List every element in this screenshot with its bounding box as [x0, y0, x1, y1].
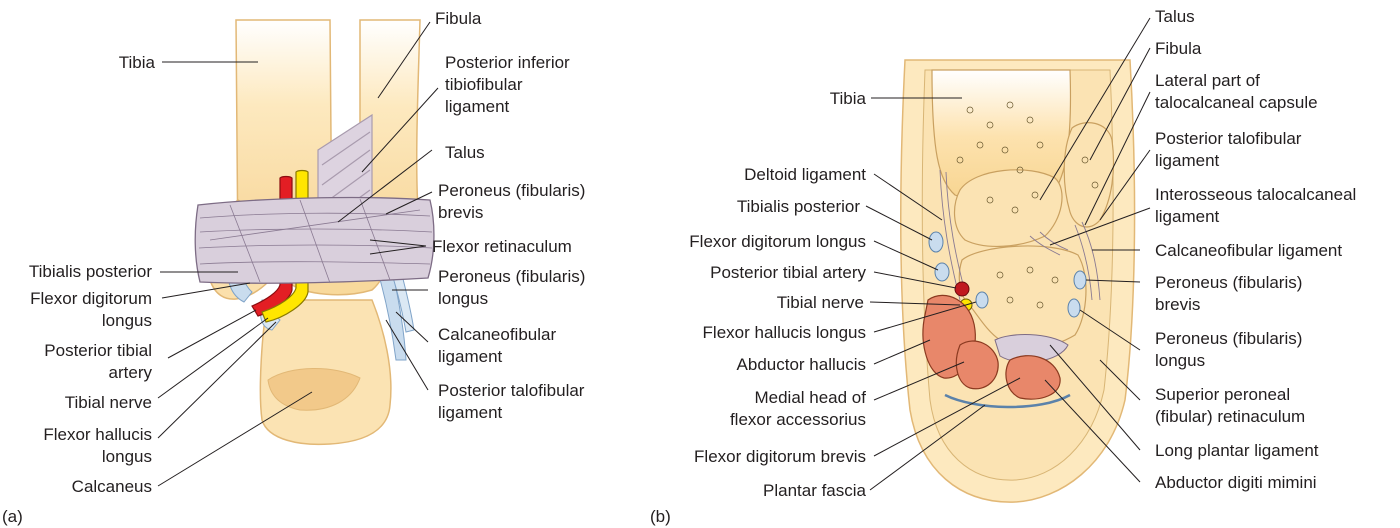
- label-a-post-inf-tib-lig-2: tibiofibular: [445, 75, 523, 94]
- label-a-ptfl-2: ligament: [438, 403, 503, 422]
- label-b-plantar-fascia: Plantar fascia: [763, 481, 867, 500]
- label-a-post-inf-tib-lig-3: ligament: [445, 97, 510, 116]
- label-a-fhl-1: Flexor hallucis: [43, 425, 152, 444]
- label-b-spr-1: Superior peroneal: [1155, 385, 1290, 404]
- label-b-cfl: Calcaneofibular ligament: [1155, 241, 1342, 260]
- label-b-adm: Abductor digiti mimini: [1155, 473, 1317, 492]
- label-a-fibula: Fibula: [435, 9, 482, 28]
- label-b-pta: Posterior tibial artery: [710, 263, 866, 282]
- label-a-talus: Talus: [445, 143, 485, 162]
- label-a-ptfl-1: Posterior talofibular: [438, 381, 585, 400]
- label-b-lpl: Long plantar ligament: [1155, 441, 1319, 460]
- label-b-fibula: Fibula: [1155, 39, 1202, 58]
- panel-b-illustration: [901, 60, 1135, 502]
- label-a-pta-1: Posterior tibial: [44, 341, 152, 360]
- label-b-itcl-1: Interosseous talocalcaneal: [1155, 185, 1356, 204]
- label-b-fdl: Flexor digitorum longus: [689, 232, 866, 251]
- label-b-pb-2: brevis: [1155, 295, 1200, 314]
- label-b-pl-1: Peroneus (fibularis): [1155, 329, 1302, 348]
- label-b-ptfl-1: Posterior talofibular: [1155, 129, 1302, 148]
- panel-a-illustration: [195, 20, 434, 444]
- label-b-itcl-2: ligament: [1155, 207, 1220, 226]
- posterior-tibial-artery-b: [955, 282, 969, 296]
- label-b-fdb: Flexor digitorum brevis: [694, 447, 866, 466]
- label-b-fhl: Flexor hallucis longus: [703, 323, 866, 342]
- label-b-deltoid: Deltoid ligament: [744, 165, 866, 184]
- fdl-tendon-b: [935, 263, 949, 281]
- label-b-mhfa-1: Medial head of: [754, 388, 866, 407]
- label-a-cfl-2: ligament: [438, 347, 503, 366]
- label-b-tibial-nerve: Tibial nerve: [777, 293, 864, 312]
- label-b-lat-capsule-1: Lateral part of: [1155, 71, 1260, 90]
- label-a-peroneus-longus-2: longus: [438, 289, 488, 308]
- label-b-tibialis-posterior: Tibialis posterior: [737, 197, 860, 216]
- label-a-peroneus-longus-1: Peroneus (fibularis): [438, 267, 585, 286]
- label-a-pta-2: artery: [109, 363, 153, 382]
- fhl-tendon-b: [976, 292, 988, 308]
- label-a-flexor-retinaculum: Flexor retinaculum: [432, 237, 572, 256]
- label-a-calcaneus: Calcaneus: [72, 477, 152, 496]
- label-a-cfl-1: Calcaneofibular: [438, 325, 556, 344]
- label-b-ptfl-2: ligament: [1155, 151, 1220, 170]
- label-b-pb-1: Peroneus (fibularis): [1155, 273, 1302, 292]
- label-a-tibialis-posterior: Tibialis posterior: [29, 262, 152, 281]
- label-a-fhl-2: longus: [102, 447, 152, 466]
- tibialis-posterior-tendon-b: [929, 232, 943, 252]
- caption-a: (a): [2, 507, 23, 526]
- label-b-spr-2: (fibular) retinaculum: [1155, 407, 1305, 426]
- label-b-talus: Talus: [1155, 7, 1195, 26]
- label-a-tibial-nerve: Tibial nerve: [65, 393, 152, 412]
- label-a-peroneus-brevis-1: Peroneus (fibularis): [438, 181, 585, 200]
- peroneus-longus-tendon-b: [1068, 299, 1080, 317]
- label-a-fdl-1: Flexor digitorum: [30, 289, 152, 308]
- label-b-pl-2: longus: [1155, 351, 1205, 370]
- label-b-mhfa-2: flexor accessorius: [730, 410, 866, 429]
- label-a-fdl-2: longus: [102, 311, 152, 330]
- talus-section: [955, 170, 1063, 247]
- peroneus-brevis-tendon-b: [1074, 271, 1086, 289]
- label-b-lat-capsule-2: talocalcaneal capsule: [1155, 93, 1318, 112]
- label-b-tibia: Tibia: [830, 89, 867, 108]
- label-a-peroneus-brevis-2: brevis: [438, 203, 483, 222]
- label-b-abductor-hallucis: Abductor hallucis: [737, 355, 866, 374]
- label-a-tibia: Tibia: [119, 53, 156, 72]
- label-a-post-inf-tib-lig-1: Posterior inferior: [445, 53, 570, 72]
- caption-b: (b): [650, 507, 671, 526]
